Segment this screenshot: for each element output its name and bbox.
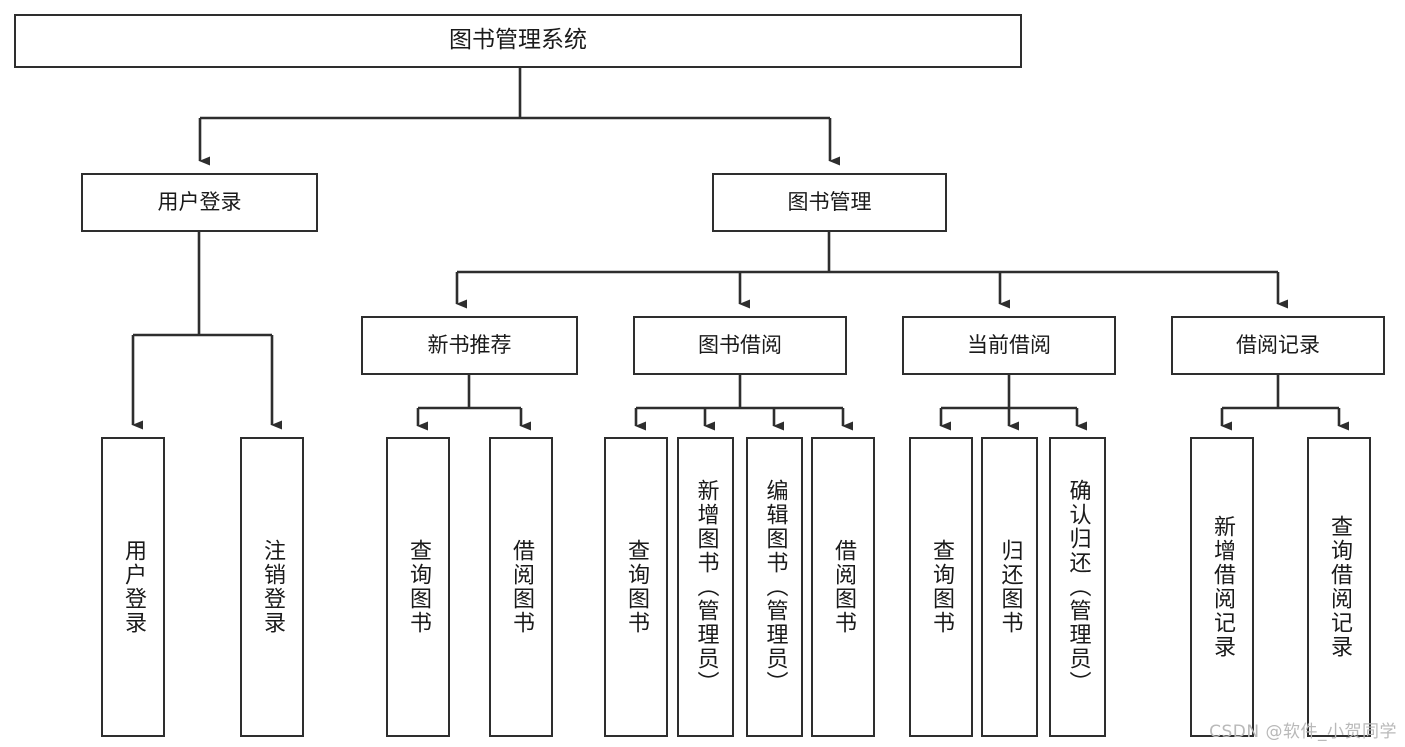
node-label: 借阅记录 [1236,333,1320,358]
node-label: 查询图书 [929,539,954,635]
node-label: 归还图书 [997,539,1023,635]
leaf-borrow-book-recommend[interactable]: 借阅图书 [489,437,553,737]
node-book-borrow[interactable]: 图书借阅 [633,316,847,375]
leaf-return-book[interactable]: 归还图书 [981,437,1038,737]
leaf-add-borrow-record[interactable]: 新增借阅记录 [1190,437,1254,737]
node-label: 查询图书 [406,539,431,635]
leaf-logout-login[interactable]: 注销登录 [240,437,304,737]
node-label: 新书推荐 [427,333,512,358]
node-label: 用户登录 [157,190,242,215]
node-label: 借阅图书 [509,539,534,635]
node-label: 新增图书（管理员） [693,479,719,695]
leaf-borrow-book-borrow[interactable]: 借阅图书 [811,437,875,737]
node-label: 用户登录 [121,539,146,635]
node-label: 新增借阅记录 [1210,515,1235,659]
leaf-edit-book-admin[interactable]: 编辑图书（管理员） [746,437,803,737]
leaf-user-login[interactable]: 用户登录 [101,437,165,737]
node-label: 图书借阅 [698,333,782,358]
node-label: 图书管理 [787,190,872,215]
node-current-borrow[interactable]: 当前借阅 [902,316,1116,375]
node-label: 当前借阅 [967,333,1051,358]
leaf-query-book-recommend[interactable]: 查询图书 [386,437,450,737]
leaf-query-book-borrow[interactable]: 查询图书 [604,437,668,737]
node-label: 确认归还（管理员） [1065,479,1091,695]
node-root-book-management-system[interactable]: 图书管理系统 [14,14,1022,68]
leaf-query-book-current[interactable]: 查询图书 [909,437,973,737]
leaf-add-book-admin[interactable]: 新增图书（管理员） [677,437,734,737]
node-label: 图书管理系统 [449,27,587,54]
node-label: 查询借阅记录 [1327,515,1352,659]
node-label: 编辑图书（管理员） [762,479,788,695]
node-user-login[interactable]: 用户登录 [81,173,318,232]
node-label: 借阅图书 [831,539,856,635]
node-label: 查询图书 [624,539,649,635]
leaf-query-borrow-record[interactable]: 查询借阅记录 [1307,437,1371,737]
node-borrow-record[interactable]: 借阅记录 [1171,316,1385,375]
node-label: 注销登录 [260,539,285,635]
node-new-book-recommend[interactable]: 新书推荐 [361,316,578,375]
leaf-confirm-return-admin[interactable]: 确认归还（管理员） [1049,437,1106,737]
node-book-management[interactable]: 图书管理 [712,173,947,232]
